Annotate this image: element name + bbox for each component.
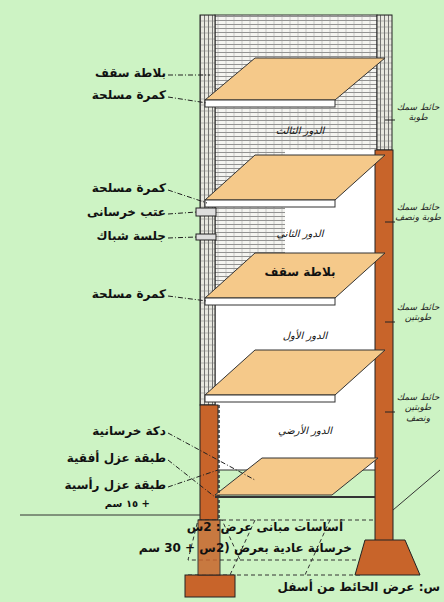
part-label: طبقة عزل أفقية	[67, 452, 166, 466]
part-label: أساسات مبانى عرض: 2س	[187, 521, 343, 535]
handwritten-note: حائط سمك طوبتين ونصف	[395, 392, 441, 423]
part-label: خرسانة عادية بعرض (2س + 30 سم	[139, 542, 352, 556]
handwritten-note: حائط سمك طوبة ونصف	[395, 202, 441, 223]
part-label: بلاطة سقف	[95, 67, 166, 81]
handwritten-note: الدور الأرضي	[278, 425, 332, 437]
handwritten-note: الدور الثاني	[277, 228, 324, 240]
handwritten-note: حائط سمك طوبة	[395, 102, 441, 123]
part-label: عتب خرسانى	[87, 206, 166, 220]
part-label: كمرة مسلحة	[92, 89, 166, 103]
part-label: دكة خرسانية	[92, 425, 166, 439]
part-label: كمرة مسلحة	[92, 182, 166, 196]
part-label: س: عرض الحائط من أسفل	[278, 581, 441, 595]
part-label: جلسة شباك	[97, 230, 166, 244]
handwritten-note: الدور الأول	[283, 330, 328, 342]
part-label: طبقة عزل رأسية	[64, 479, 166, 493]
part-label: كمرة مسلحة	[92, 288, 166, 302]
handwritten-note: الدور الثالث	[276, 125, 325, 137]
handwritten-note: حائط سمك طوبتين	[395, 302, 441, 323]
part-label: بلاطة سقف	[264, 266, 335, 280]
part-label: + ١٥ سم	[105, 498, 150, 510]
